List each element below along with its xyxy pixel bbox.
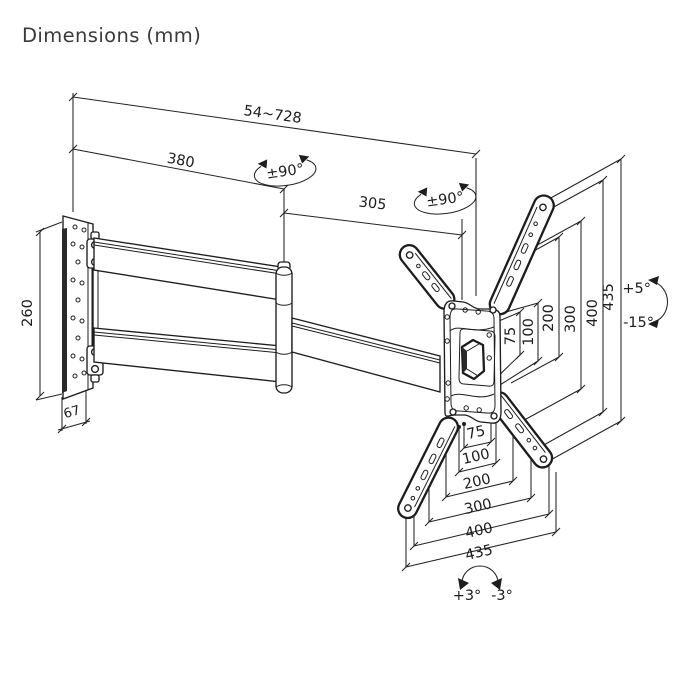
dim-vesa-h-400-label: 400 [464, 520, 495, 542]
vesa-arm-slot [506, 276, 514, 287]
wall-arm-lower-shading [93, 331, 282, 354]
dim-vesa-h-200-label: 200 [462, 471, 493, 493]
vesa-arm-hole [533, 221, 538, 227]
vesa-arm-tip-hole [539, 203, 547, 212]
vesa-arm-hole [532, 445, 538, 451]
tilt-symbol [648, 276, 668, 328]
bracket-plate [443, 300, 502, 424]
vesa-arm-slot [422, 271, 431, 281]
vesa-arm-edge [414, 252, 452, 299]
vesa-arm-slot [428, 453, 437, 465]
corner-bolt [490, 412, 498, 420]
arrowhead-icon [491, 578, 502, 590]
dim-vesa-v-400-label: 400 [585, 299, 601, 327]
extension-arm-body [291, 317, 441, 393]
vesa-arm-hole [415, 486, 421, 491]
level-cw-label: +3° [453, 588, 482, 604]
dim-vesa-v-75-label: 75 [503, 327, 519, 345]
vesa-arm-hole [410, 495, 416, 501]
elbow-cylinder [275, 266, 293, 394]
vesa-arm-slot [436, 437, 445, 448]
wall-arm-upper-shading [93, 241, 282, 275]
vesa-arm-slot [513, 259, 522, 271]
swivel-range-label-right: ±90° [425, 189, 465, 210]
vesa-arm-edge [500, 395, 546, 453]
vesa-arm-hole [416, 263, 421, 269]
vesa-arm-edge [414, 426, 456, 508]
dim-vesa-h-300-label: 300 [463, 496, 494, 518]
dim-arm-segment-front-label: 305 [358, 194, 387, 213]
hinge-nut [90, 374, 100, 383]
bracket-plate-holes [444, 307, 492, 413]
level-adjust-symbol [458, 565, 502, 590]
arrowhead-icon [458, 182, 470, 192]
tilt-hook-facet [462, 347, 467, 373]
rotation-arrow-icon [253, 159, 317, 187]
tilt-down-label: -15° [623, 315, 654, 331]
level-arrow-icon [461, 565, 499, 584]
corner-bolt [448, 302, 456, 310]
wall-arms [93, 237, 282, 383]
dim-vesa-h-435-label: 435 [464, 542, 495, 564]
arrowhead-icon [458, 578, 469, 590]
page-title: Dimensions (mm) [22, 24, 201, 47]
vesa-arm-body [488, 194, 555, 316]
vesa-arm-slot [431, 282, 440, 293]
vesa-arm-tip-hole [404, 504, 412, 512]
arrowhead-icon [648, 319, 659, 328]
dim-wall-plate-height-label: 260 [20, 299, 36, 327]
corner-bolt [489, 306, 497, 314]
arrowhead-icon [298, 154, 310, 164]
arrowhead-icon [417, 187, 428, 197]
extension-lines [35, 93, 622, 567]
vesa-arm-slot [504, 409, 514, 420]
vesa-arm-slot [420, 469, 429, 481]
vesa-arm-tip-hole [405, 251, 414, 259]
corner-bolt [449, 408, 457, 416]
elbow-joint [275, 261, 293, 394]
vesa-arm-body [397, 416, 460, 520]
wall-plate-holes [70, 224, 87, 379]
dimension-ticks [35, 92, 626, 572]
vesa-arm-tip-hole [539, 455, 548, 464]
vesa-arm-lower-left [397, 416, 460, 520]
dimension-linework [35, 92, 626, 572]
vesa-arm-upper-right [488, 194, 555, 316]
dim-arm-segment-wall-label: 380 [166, 151, 196, 172]
dim-vesa-v-300-label: 300 [563, 305, 579, 333]
extension-arm-shading [291, 322, 441, 364]
swivel-symbol-left [253, 154, 317, 187]
vesa-arm-slot [515, 423, 525, 434]
dim-extension-range-label: 54~728 [243, 103, 303, 127]
rotation-arrow-icon [413, 187, 477, 215]
dim-vesa-v-200-label: 200 [541, 304, 557, 332]
arrowhead-icon [648, 276, 659, 285]
vesa-arm-hole [528, 232, 534, 238]
swivel-symbol-right [413, 182, 477, 215]
wall-arm-lower [93, 327, 282, 383]
dim-wall-plate-depth-label: 67 [62, 403, 82, 422]
level-ccw-label: -3° [491, 588, 513, 604]
arrowhead-icon [257, 159, 268, 169]
hinge-bolt [90, 364, 100, 374]
wall-plate-edge [62, 228, 67, 393]
tilt-up-label: +5° [622, 281, 651, 297]
bracket-plate-cutout [458, 328, 496, 387]
tilt-hook-lines [466, 343, 480, 377]
vesa-arm-hole [526, 437, 532, 443]
swivel-range-label-left: ±90° [265, 161, 305, 182]
vesa-arm-edge [493, 206, 538, 304]
dim-vesa-h-75-label: 75 [465, 423, 487, 443]
wall-arm-upper [93, 237, 282, 301]
dimension-lines [39, 96, 622, 568]
vesa-arm-slot [520, 243, 529, 254]
dim-vesa-v-435-label: 435 [601, 283, 617, 311]
dim-vesa-v-100-label: 100 [521, 318, 537, 346]
elbow-joint-lines [275, 272, 293, 388]
extension-arm [291, 317, 441, 393]
dim-vesa-h-100-label: 100 [461, 446, 492, 468]
